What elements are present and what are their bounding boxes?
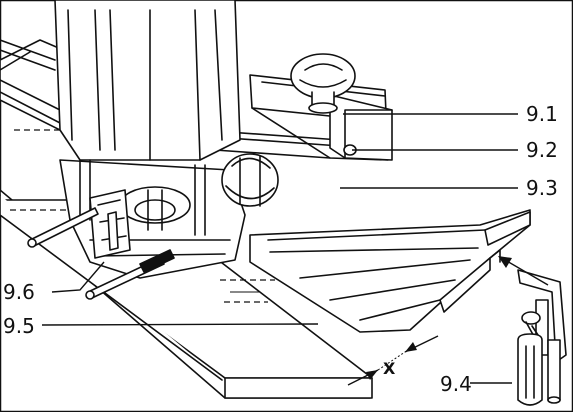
guide-rail: [249, 209, 531, 333]
insert-arrow: [498, 256, 549, 286]
depth-stop-block: [89, 189, 131, 259]
guide-knob-top: [290, 53, 356, 114]
callout-leaders: [41, 113, 518, 384]
callout-9-2: 9.2: [526, 138, 558, 162]
callout-9-6: 9.6: [3, 280, 35, 304]
callout-9-4: 9.4: [440, 372, 472, 396]
callout-9-1: 9.1: [526, 102, 558, 126]
callout-9-3: 9.3: [526, 176, 558, 200]
guide-rods: [27, 207, 175, 300]
router-side-knob: [221, 153, 279, 207]
dimension-x-label: X: [383, 359, 396, 378]
router-body: [0, 0, 246, 279]
parallel-guide: [199, 74, 393, 161]
dimension-x: X: [347, 335, 439, 386]
clamp: [517, 269, 567, 406]
callout-9-5: 9.5: [3, 314, 35, 338]
